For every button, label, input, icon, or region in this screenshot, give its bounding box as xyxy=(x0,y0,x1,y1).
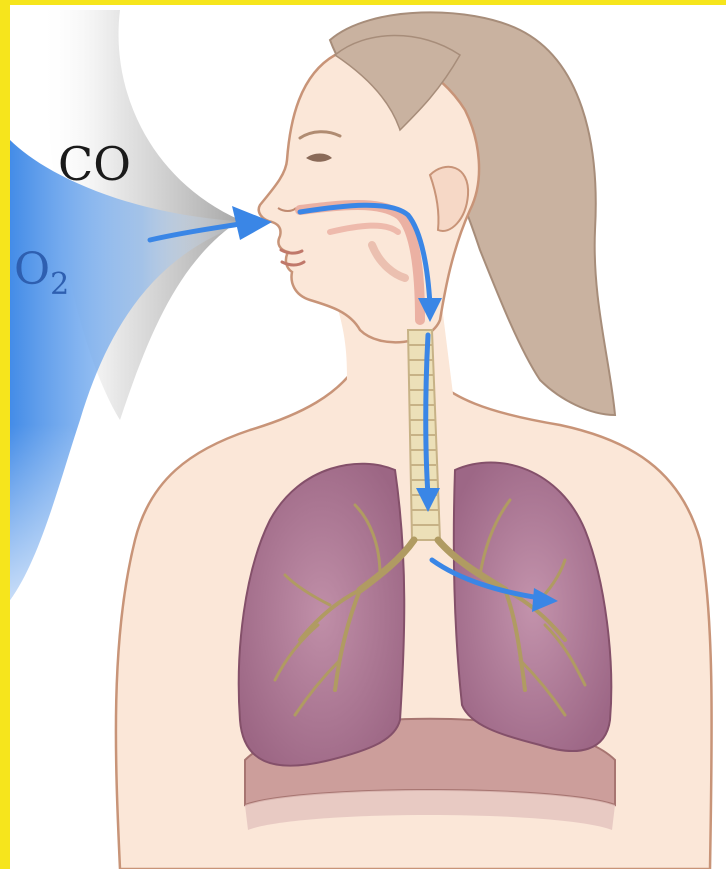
co-label: CO xyxy=(58,137,131,191)
